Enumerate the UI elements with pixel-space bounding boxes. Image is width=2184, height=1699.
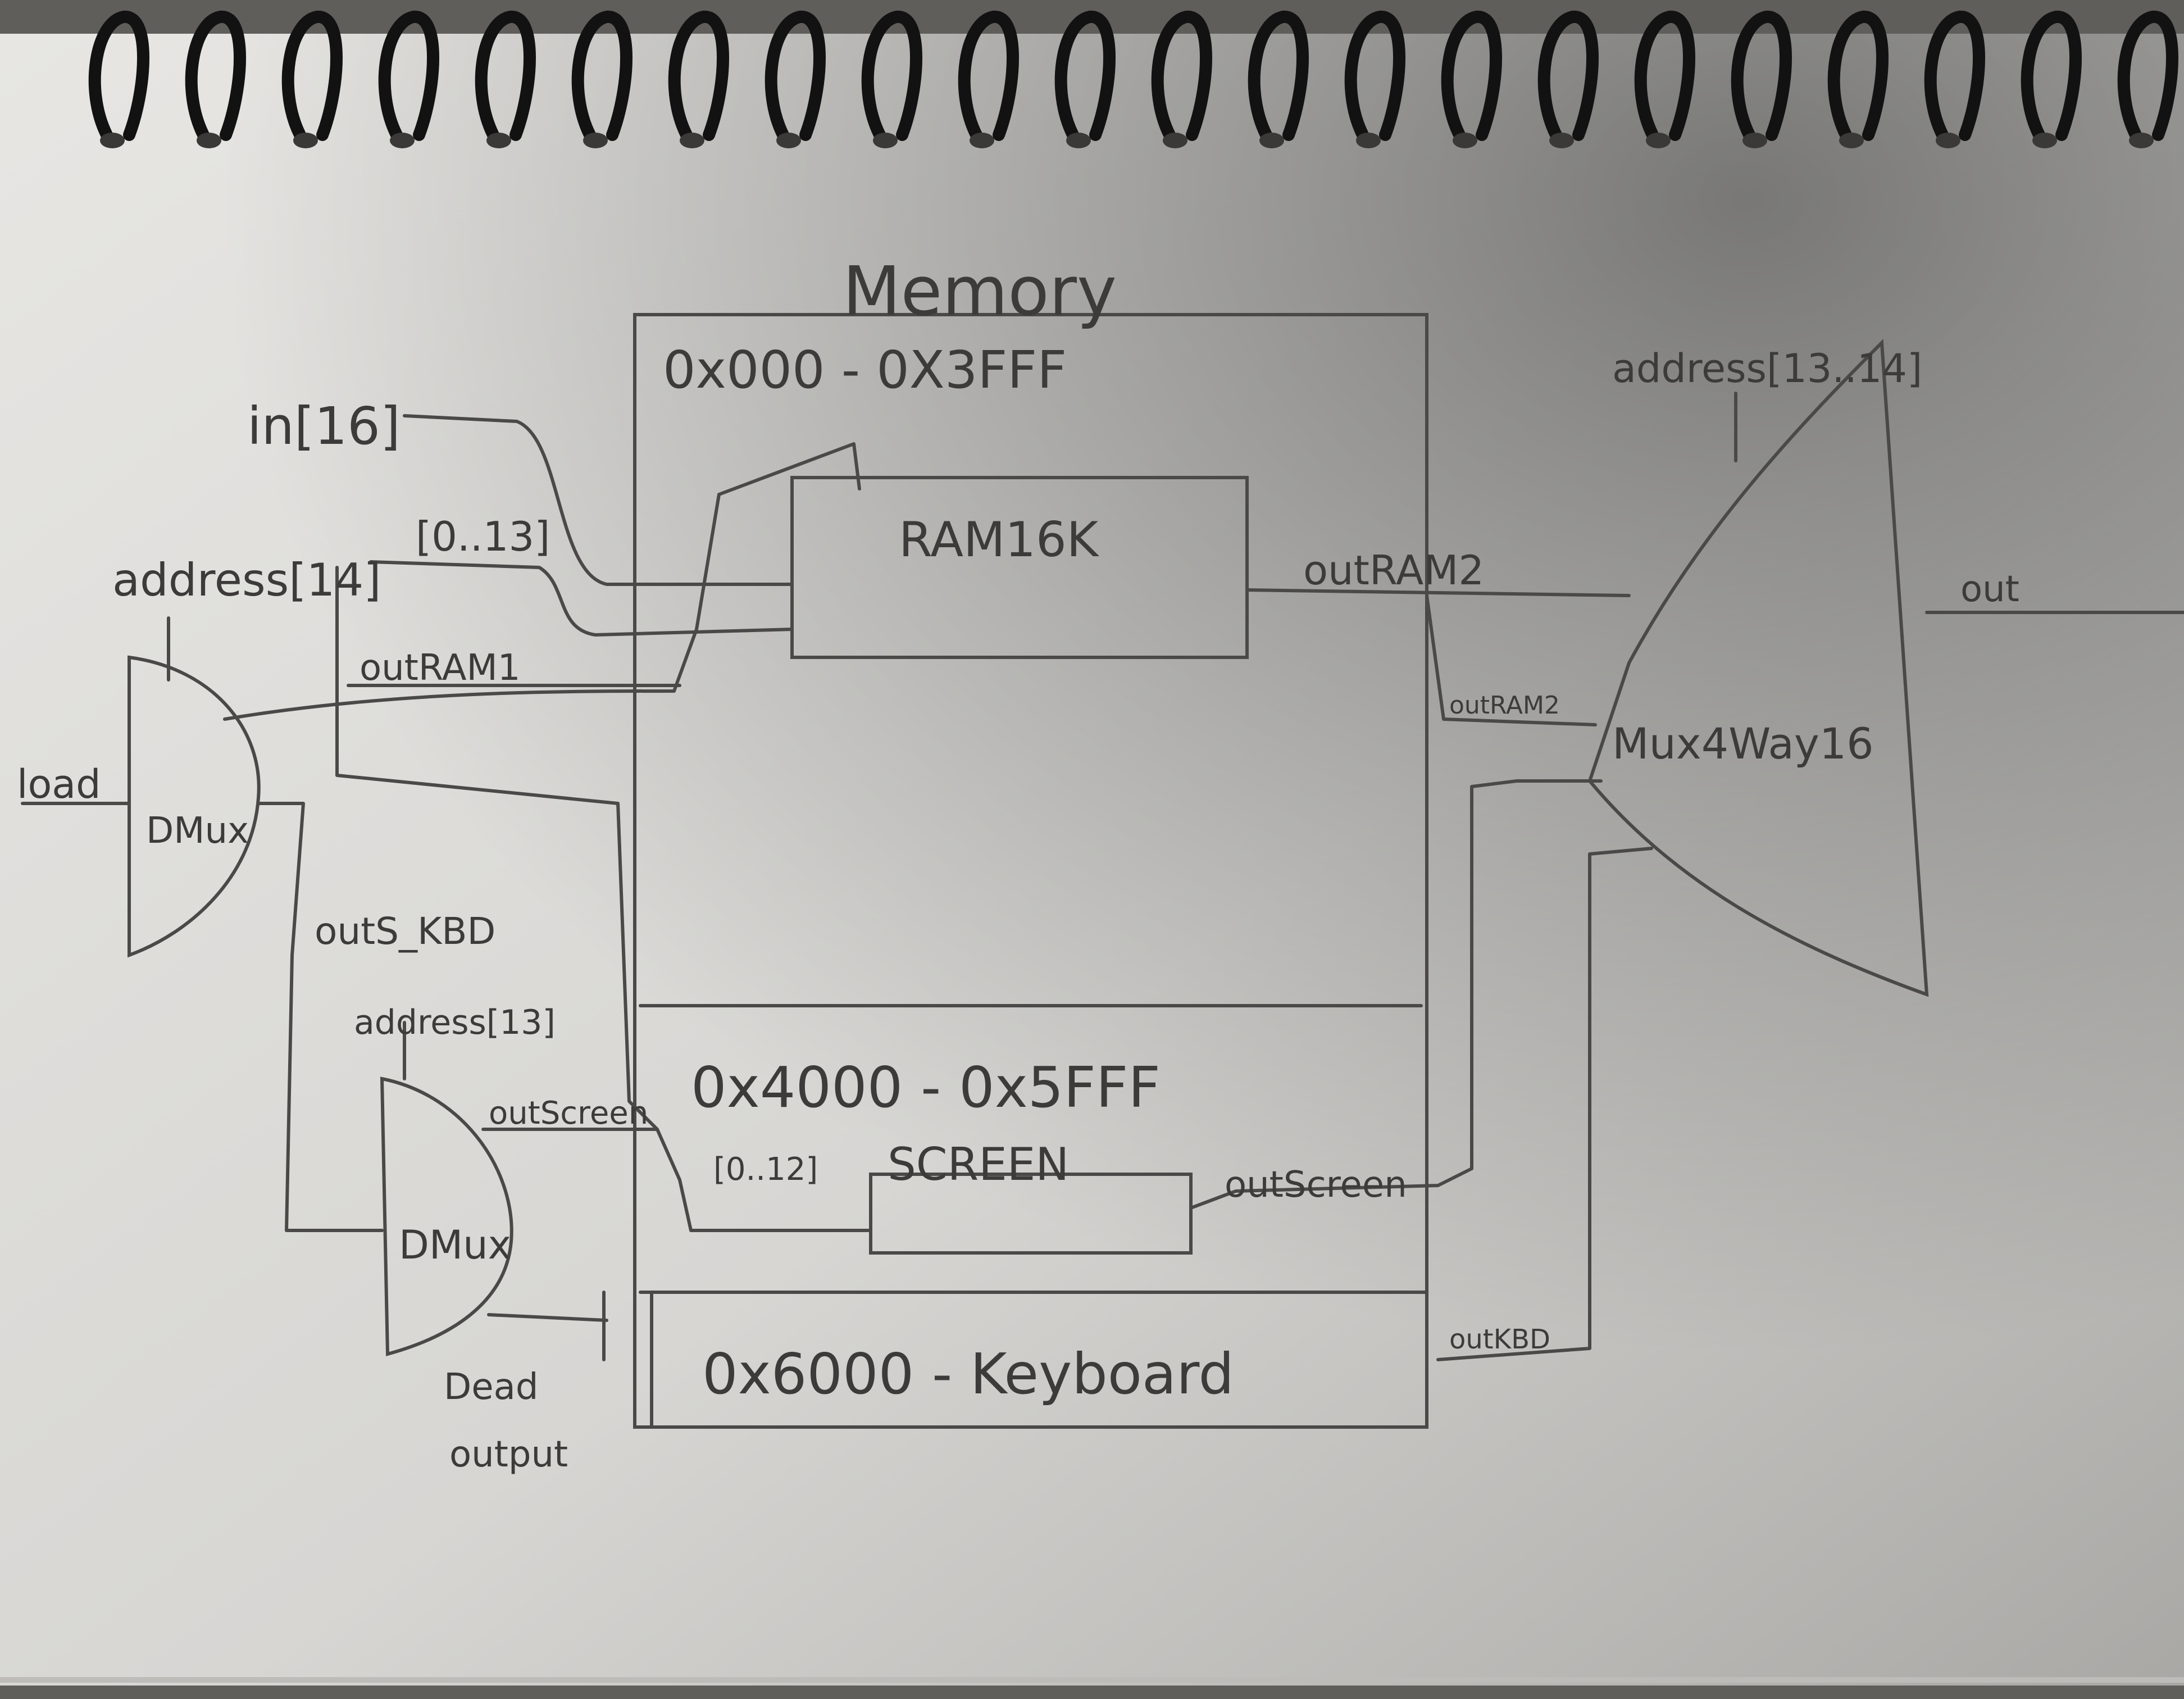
memory-box — [633, 313, 1428, 1429]
dmux-bottom-gate — [380, 1076, 513, 1356]
spiral-hole — [1066, 133, 1091, 148]
spiral-hole — [100, 133, 125, 148]
spiral-hole — [486, 133, 511, 148]
hand-shadow — [0, 34, 2184, 1686]
ram16k-label: RAM16K — [899, 512, 1100, 568]
dead-output-label-2: output — [449, 1434, 568, 1475]
spiral-loop — [2021, 11, 2082, 141]
wire-address-ram — [369, 560, 794, 637]
spiral-loop — [668, 11, 729, 141]
spiral-loop — [2117, 11, 2178, 141]
outscreen-in-label: outScreen — [489, 1095, 648, 1132]
memory-title: Memory — [843, 253, 1117, 331]
dmux-top-label: DMux — [146, 810, 249, 852]
dmux-bottom-label: DMux — [399, 1222, 511, 1268]
wire-dead-output — [487, 1313, 608, 1322]
spiral-loop — [1924, 11, 1985, 141]
spiral-hole — [197, 133, 221, 148]
spiral-loop — [185, 11, 246, 141]
load-label: load — [17, 761, 101, 807]
spiral-loop — [1054, 11, 1116, 141]
spiral-loop — [281, 11, 343, 141]
spiral-hole — [293, 133, 318, 148]
spiral-loop — [1731, 11, 1792, 141]
spiral-hole — [1839, 133, 1864, 148]
screen-label: SCREEN — [888, 1138, 1069, 1191]
spiral-hole — [1936, 133, 1960, 148]
spiral-loop — [1537, 11, 1599, 141]
spiral-loop — [1441, 11, 1502, 141]
spiral-hole — [1549, 133, 1574, 148]
in-label: in[16] — [247, 396, 401, 456]
dead-output-label-1: Dead — [444, 1366, 539, 1408]
wire-address-screen — [335, 566, 659, 1131]
outram1-label: outRAM1 — [360, 647, 520, 689]
spiral-hole — [680, 133, 704, 148]
wire-outs-kbd — [257, 802, 384, 1232]
address14-label: address[14] — [112, 554, 381, 606]
outram2-label: outRAM2 — [1303, 547, 1484, 594]
spiral-hole — [873, 133, 898, 148]
wire-in — [403, 414, 794, 586]
bits-0-12-label: [0..12] — [713, 1151, 818, 1188]
screen-box — [869, 1173, 1193, 1255]
wire-outkbd — [1436, 847, 1653, 1361]
dmux-top-gate — [128, 655, 261, 958]
outkbd-label: outKBD — [1449, 1324, 1550, 1355]
address13-label: address[13] — [354, 1003, 556, 1042]
spiral-hole — [1742, 133, 1767, 148]
spiral-hole — [970, 133, 994, 148]
spiral-loop — [765, 11, 826, 141]
mux4way16-label: Mux4Way16 — [1612, 719, 1874, 769]
spiral-hole — [1259, 133, 1284, 148]
wire-load-ram — [223, 442, 861, 721]
spiral-hole — [1453, 133, 1477, 148]
spiral-hole — [583, 133, 608, 148]
wire-outscreen-in — [481, 1128, 872, 1232]
wire-outscreen — [1189, 779, 1603, 1210]
spiral-hole — [2032, 133, 2057, 148]
spiral-loop — [88, 11, 149, 141]
wire-outram2-b — [1425, 594, 1597, 726]
spiral-loop — [861, 11, 922, 141]
out-label: out — [1960, 569, 2019, 610]
spiral-hole — [1356, 133, 1381, 148]
spiral-loop — [1151, 11, 1212, 141]
spiral-loop — [958, 11, 1019, 141]
spiral-loop — [1344, 11, 1405, 141]
spiral-loop — [1827, 11, 1889, 141]
mux4way16-shape — [1587, 339, 1929, 997]
spiral-loop — [378, 11, 439, 141]
spiral-loop — [1634, 11, 1695, 141]
spiral-hole — [1163, 133, 1187, 148]
spiral-hole — [2129, 133, 2154, 148]
spiral-hole — [390, 133, 415, 148]
address-13-14-label: address[13..14] — [1612, 346, 1922, 392]
wire-outram2 — [1245, 588, 1631, 597]
outram2-b-label: outRAM2 — [1449, 691, 1560, 720]
spiral-loop — [1248, 11, 1309, 141]
ram-range-label: 0x000 - 0X3FFF — [663, 340, 1067, 400]
spiral-loop — [571, 11, 633, 141]
bits-0-13-label: [0..13] — [416, 513, 550, 560]
screen-range-label: 0x4000 - 0x5FFF — [691, 1055, 1161, 1120]
ram16k-box — [790, 476, 1249, 659]
spiral-loop — [475, 11, 536, 141]
spiral-hole — [776, 133, 801, 148]
keyboard-range-label: 0x6000 - Keyboard — [702, 1341, 1234, 1407]
spiral-binding — [88, 11, 2178, 148]
outscreen-label: outScreen — [1225, 1164, 1407, 1206]
outs-kbd-label: outS_KBD — [315, 910, 495, 953]
spiral-hole — [1646, 133, 1671, 148]
